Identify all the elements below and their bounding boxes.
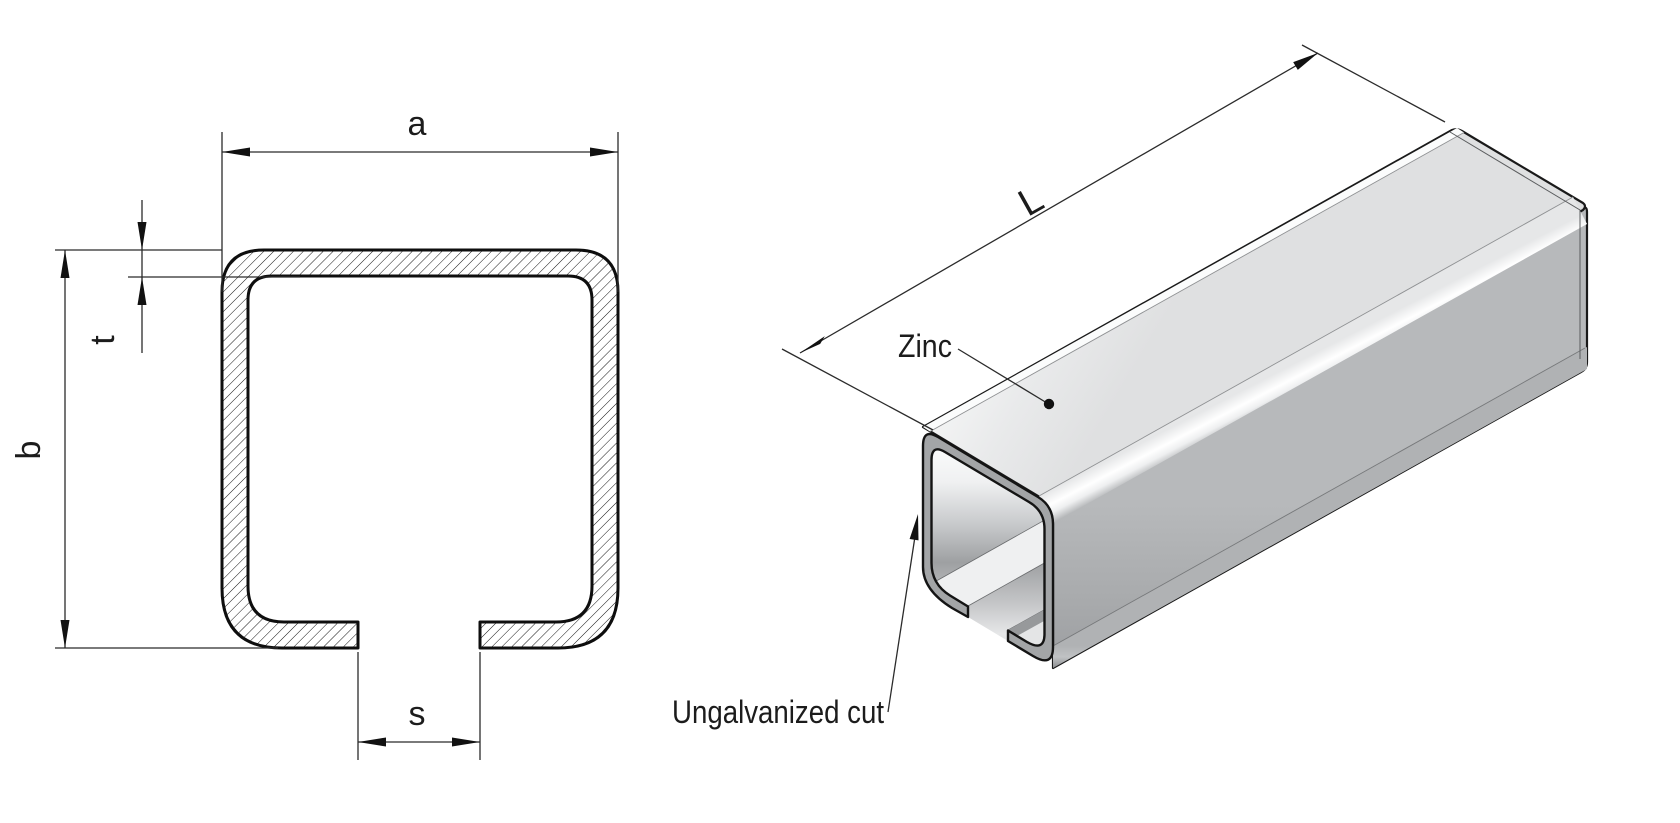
cut-leader-arrow: [909, 514, 919, 541]
cut-leader-line: [887, 529, 917, 713]
channel-top-face: [921, 128, 1587, 507]
dim-length-arrow-far: [1293, 53, 1318, 70]
iso-view: L Zinc Ungalvanized cut: [672, 44, 1589, 730]
left-edge-highlight-band: [923, 128, 1464, 432]
dim-length-ext-far: [1301, 44, 1446, 123]
top-edge-band-line: [1038, 196, 1574, 497]
dim-s: [357, 652, 481, 760]
dim-s-arrow-left: [358, 737, 386, 747]
dim-a-label: a: [408, 105, 427, 143]
dim-t-arrow-lower: [137, 277, 147, 305]
dim-a: [221, 132, 619, 292]
dim-a-arrow-right: [590, 147, 618, 157]
ungalvanized-cut-label: Ungalvanized cut: [672, 694, 884, 730]
dim-t: [128, 200, 300, 353]
zinc-leader-line: [957, 348, 1048, 404]
zinc-label: Zinc: [898, 328, 952, 364]
dim-length-arrow-near: [800, 336, 825, 353]
zinc-callout: Zinc: [898, 328, 1055, 410]
dim-s-label: s: [409, 695, 426, 733]
far-end-edge-lines: [1449, 131, 1581, 359]
profile-outline: [220, 248, 620, 650]
dim-length-ext-near: [781, 348, 934, 431]
dim-length-line: [799, 52, 1319, 354]
dim-b: [55, 249, 278, 649]
side-bottom-band-line: [1052, 347, 1586, 647]
dim-b-arrow-bottom: [60, 620, 70, 648]
dim-a-arrow-left: [222, 147, 250, 157]
dim-b-arrow-top: [60, 250, 70, 278]
right-lip-side-strip: [1008, 580, 1044, 641]
dim-t-label: t: [84, 335, 122, 345]
dim-length: [781, 44, 1446, 431]
dim-t-arrow-upper: [137, 222, 147, 250]
zinc-dot: [1043, 398, 1055, 410]
ungalvanized-cut-callout: Ungalvanized cut: [672, 514, 919, 730]
cross-section-view: a t b s: [10, 105, 620, 760]
dim-length-label: L: [1012, 178, 1051, 225]
dim-s-arrow-right: [452, 737, 480, 747]
left-edge-band-line: [929, 132, 1465, 432]
profile-wall-hatched: [220, 248, 620, 650]
channel-cut-face: [921, 432, 1055, 662]
side-bottom-edge-band: [1053, 347, 1587, 668]
top-edge-highlight-band: [1039, 197, 1587, 523]
dim-b-label: b: [10, 441, 48, 460]
